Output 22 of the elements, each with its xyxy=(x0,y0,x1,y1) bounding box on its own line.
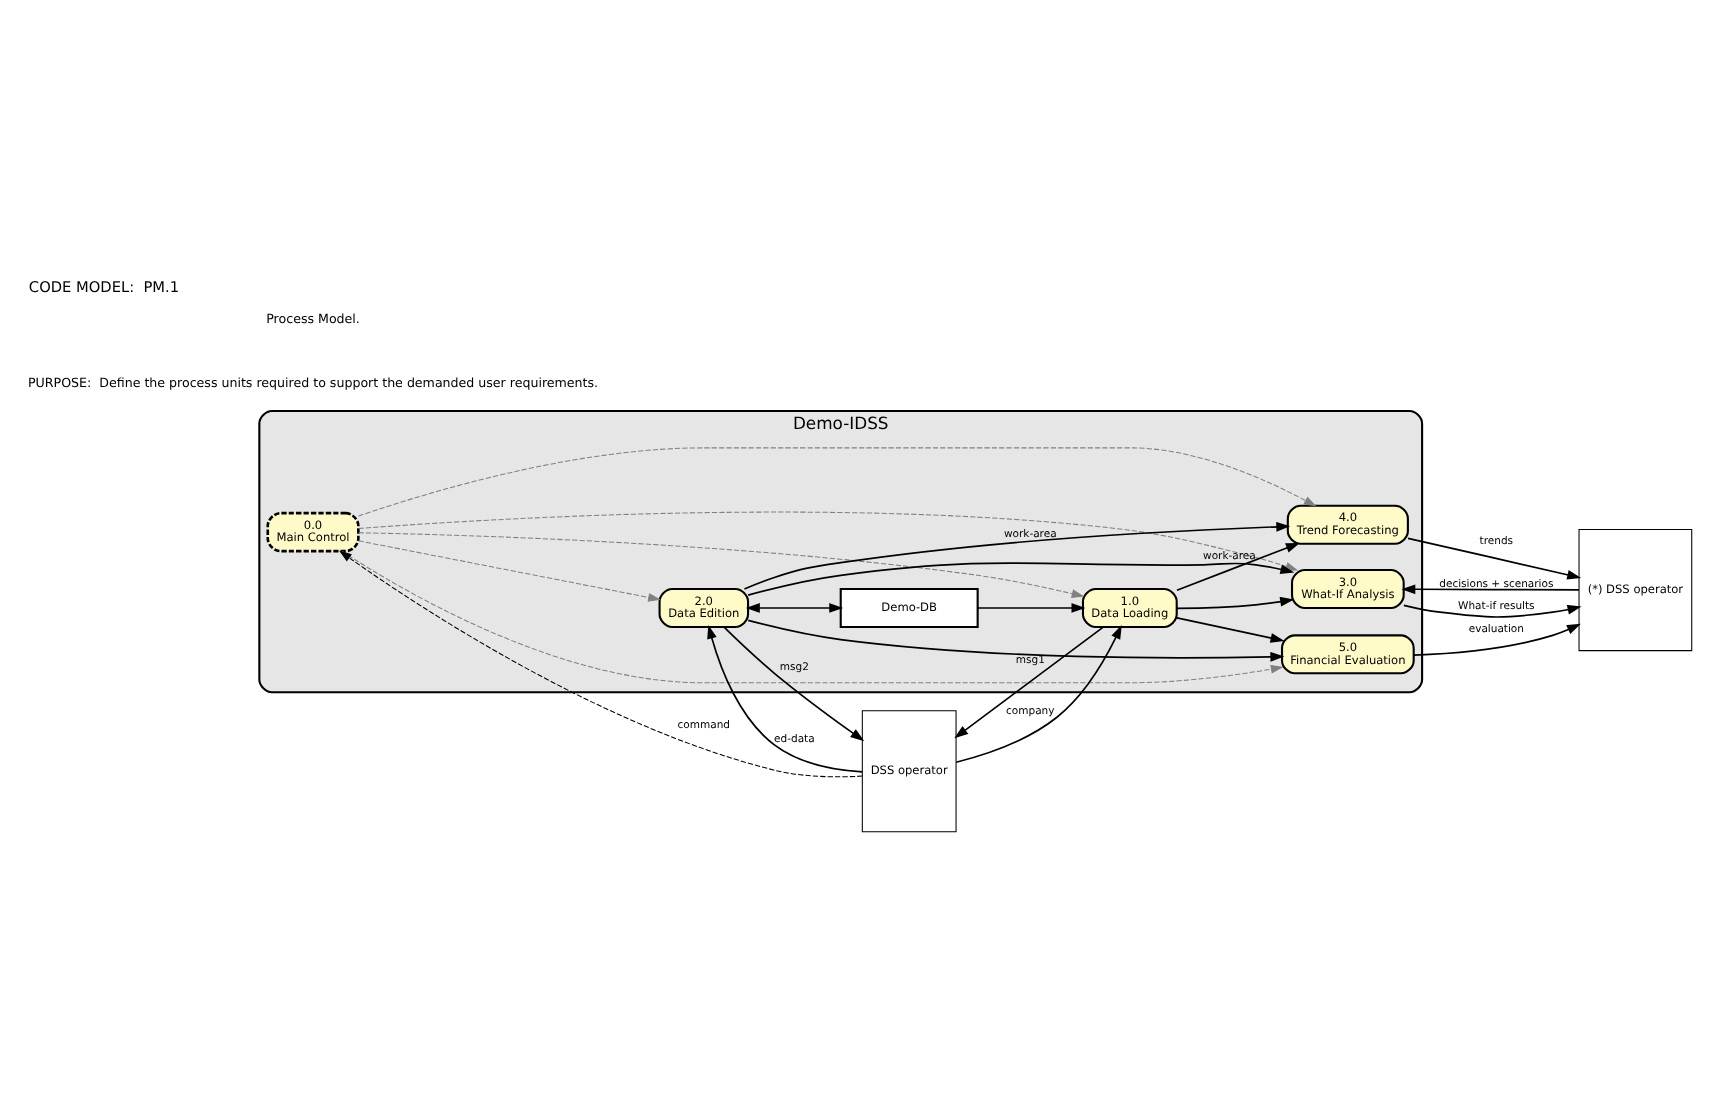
arrow xyxy=(707,623,864,772)
arrow xyxy=(1407,536,1582,579)
arrow xyxy=(339,549,863,777)
arrow xyxy=(1176,616,1285,642)
arrow xyxy=(1176,541,1300,591)
arrow xyxy=(358,510,1299,570)
arrow xyxy=(1176,595,1295,609)
arrow xyxy=(1401,583,1580,594)
arrow xyxy=(341,549,1284,683)
arrow xyxy=(955,624,1122,763)
arrow xyxy=(954,625,1105,738)
arrow xyxy=(1403,603,1582,617)
arrow xyxy=(747,618,1285,661)
arrow xyxy=(1413,622,1581,655)
arrow xyxy=(745,602,844,612)
arrow xyxy=(977,602,1086,612)
arrow xyxy=(358,531,1085,597)
arrow xyxy=(747,561,1295,595)
arrow xyxy=(358,539,661,601)
arrow xyxy=(723,625,865,741)
arrow xyxy=(743,520,1291,589)
arrow xyxy=(358,446,1317,516)
